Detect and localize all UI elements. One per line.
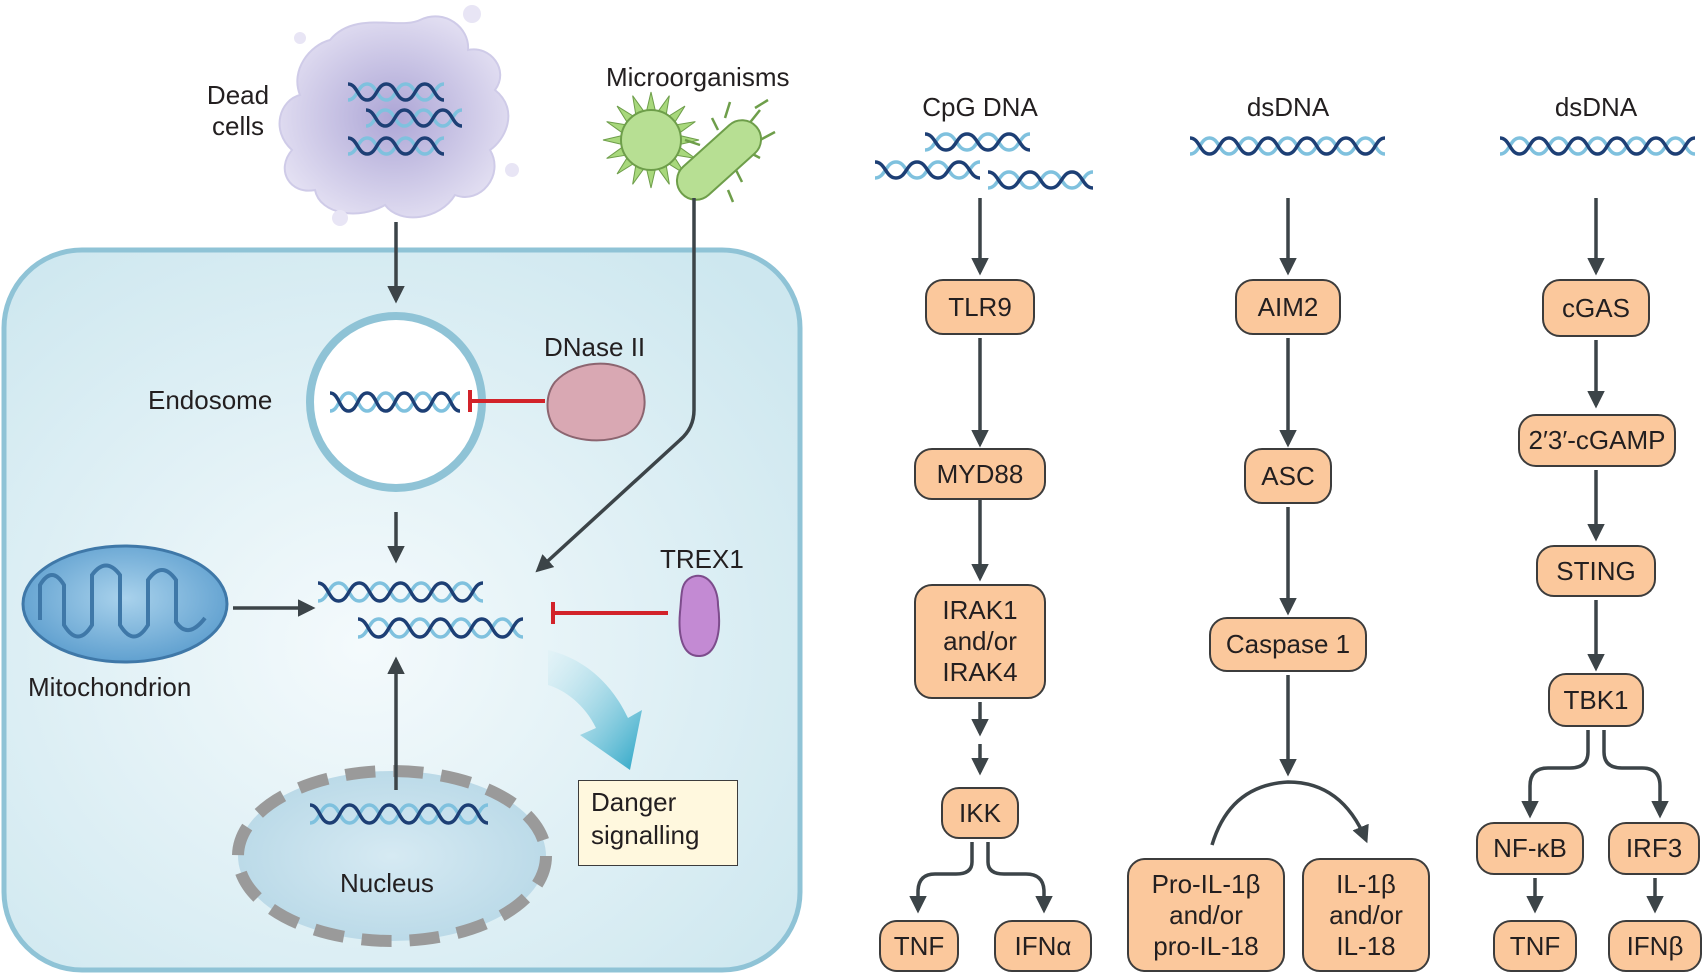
- ifna-node: IFNα: [994, 920, 1092, 972]
- dna-cpg-2: [874, 160, 981, 180]
- il-mature-text: IL-1β and/or IL-18: [1329, 868, 1403, 961]
- sting-node: STING: [1536, 545, 1656, 597]
- ikk-node: IKK: [941, 787, 1019, 839]
- nfkb-text: NF-κB: [1493, 833, 1567, 863]
- dna-cytosol-1: [317, 581, 484, 603]
- cgamp-node: 2′3′-cGAMP: [1518, 414, 1676, 467]
- irak-text: IRAK1 and/or IRAK4: [942, 595, 1018, 687]
- dna-cpg-3: [987, 170, 1094, 190]
- cgas-node: cGAS: [1542, 279, 1650, 337]
- nfkb-node: NF-κB: [1476, 822, 1584, 875]
- sting-text: STING: [1556, 555, 1636, 586]
- nucleus-icon: [232, 765, 552, 947]
- pro-il-node: Pro-IL-1β and/or pro-IL-18: [1127, 858, 1285, 972]
- dna-endosome: [329, 391, 461, 413]
- cpg-dna-label: CpG DNA: [922, 92, 1038, 122]
- irak-node: IRAK1 and/or IRAK4: [914, 584, 1046, 699]
- irf3-text: IRF3: [1625, 833, 1683, 863]
- dna-dead-3: [347, 136, 445, 156]
- mitochondrion-label: Mitochondrion: [28, 672, 192, 702]
- dna-cytosol-2: [357, 617, 524, 639]
- caspase-1-node: Caspase 1: [1209, 617, 1367, 672]
- pro-il-text: Pro-IL-1β and/or pro-IL-18: [1151, 868, 1261, 961]
- asc-text: ASC: [1261, 460, 1315, 491]
- aim2-node: AIM2: [1235, 279, 1341, 335]
- arrow-microbe-to-cytosol: [535, 198, 696, 573]
- dna-dead-1: [347, 82, 445, 102]
- danger-signalling-arrow: [548, 650, 642, 770]
- dna-dead-2: [365, 108, 463, 128]
- dna-cgas: [1499, 136, 1696, 156]
- il-mature-node: IL-1β and/or IL-18: [1302, 858, 1430, 972]
- ifnb-node: IFNβ: [1608, 920, 1702, 972]
- danger-signalling-box: Danger signalling: [578, 780, 738, 866]
- tlr9-node: TLR9: [925, 279, 1035, 335]
- trex1-icon: [678, 575, 721, 658]
- endosome-label: Endosome: [148, 385, 273, 415]
- microorganisms-label: Microorganisms: [606, 62, 790, 92]
- dna-nucleus: [309, 803, 489, 825]
- ikk-text: IKK: [959, 797, 1001, 828]
- asc-node: ASC: [1244, 448, 1332, 504]
- myd88-node: MYD88: [914, 448, 1046, 500]
- aim2-text: AIM2: [1257, 291, 1319, 322]
- irf3-node: IRF3: [1608, 822, 1700, 875]
- ifnb-text: IFNβ: [1626, 930, 1684, 961]
- tbk1-text: TBK1: [1563, 684, 1629, 715]
- cgas-text: cGAS: [1562, 292, 1630, 323]
- tnf-text-tlr9: TNF: [893, 930, 945, 961]
- nucleus-label: Nucleus: [340, 868, 434, 898]
- dsdna-label-aim2: dsDNA: [1246, 92, 1330, 122]
- tlr9-text: TLR9: [948, 291, 1012, 322]
- trex1-label: TREX1: [660, 544, 744, 574]
- dnase-ii-icon: [546, 362, 646, 442]
- dnase-ii-label: DNase II: [544, 332, 646, 362]
- dead-cells-icon: [278, 5, 519, 226]
- dsdna-label-cgas: dsDNA: [1554, 92, 1638, 122]
- tnf-node-cgas: TNF: [1493, 920, 1577, 972]
- dna-aim2: [1189, 136, 1386, 156]
- dna-cpg-1: [924, 132, 1031, 152]
- bacterium-rod-body: [675, 119, 763, 201]
- ifna-text: IFNα: [1014, 930, 1072, 961]
- caspase-1-text: Caspase 1: [1225, 629, 1351, 659]
- tnf-node-tlr9: TNF: [879, 920, 959, 972]
- dead-cells-label: Dead cells: [206, 80, 270, 141]
- tnf-text-cgas: TNF: [1509, 930, 1561, 961]
- cgamp-text: 2′3′-cGAMP: [1528, 425, 1666, 455]
- mitochondrion-icon: [21, 544, 229, 664]
- dna-helices: [309, 82, 1696, 825]
- tbk1-node: TBK1: [1548, 673, 1644, 727]
- bacterium-coccus-icon: [602, 91, 700, 189]
- myd88-text: MYD88: [936, 458, 1024, 489]
